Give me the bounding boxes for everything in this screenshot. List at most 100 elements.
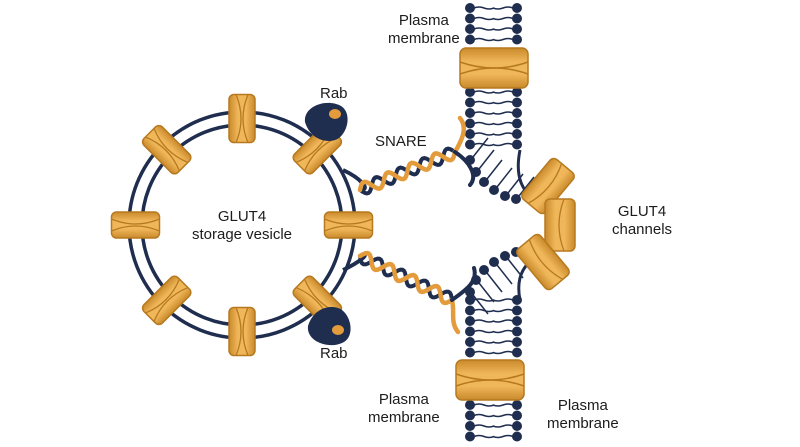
lipid-tail (473, 27, 495, 31)
glut4-transporter-icon (141, 124, 192, 175)
label-plasma-membrane-bottom-left: Plasma membrane (368, 391, 440, 427)
label-plasma-membrane-top: Plasma membrane (388, 12, 460, 48)
lipid-head (465, 87, 475, 97)
label-line: Plasma (378, 391, 429, 408)
lipid-head (512, 337, 522, 347)
lipid-tail (473, 37, 495, 42)
lipid-head (465, 347, 475, 358)
lipid-tail (473, 111, 495, 115)
glut4-transporter-icon (323, 211, 374, 239)
lipid-tail (473, 350, 495, 355)
label-line: GLUT4 (617, 203, 667, 220)
lipid-head (489, 185, 499, 195)
lipid-head (479, 177, 489, 187)
lipid-tail (473, 434, 495, 439)
lipid-tail (492, 27, 514, 31)
glut4-transporter-icon (228, 306, 256, 357)
lipid-head (512, 326, 522, 337)
lipid-head (512, 34, 522, 45)
label-vesicle: GLUT4 storage vesicle (185, 208, 299, 244)
label-line: GLUT4 (217, 208, 267, 225)
lipid-tail (473, 6, 495, 10)
lipid-tail (473, 121, 495, 126)
lipid-tail (472, 294, 489, 315)
lipid-head (465, 305, 475, 316)
lipid-head (465, 431, 475, 442)
glut4-transporter-icon (141, 275, 192, 326)
lipid-head (479, 265, 489, 275)
lipid-head (512, 305, 522, 316)
lipid-head (465, 326, 475, 337)
lipid-head (512, 129, 522, 139)
lipid-tail (492, 350, 514, 355)
label-line: channels (612, 221, 673, 238)
lipid-head (512, 410, 522, 421)
lipid-head (512, 87, 522, 97)
lipid-head (465, 400, 475, 410)
lipid-tail (473, 340, 495, 344)
lipid-tail (492, 319, 514, 323)
lipid-head (512, 97, 522, 108)
lipid-tail (492, 413, 514, 418)
lipid-tail (492, 37, 514, 42)
lipid-head (489, 257, 499, 267)
label-line: membrane (368, 409, 440, 426)
membrane-glut4-proteins (455, 47, 576, 401)
lipid-tail (492, 100, 514, 105)
lipid-tail (496, 264, 513, 285)
label-line: Plasma (398, 12, 449, 29)
lipid-head (465, 24, 475, 34)
lipid-tail (492, 340, 514, 344)
snare-complex-bottom (342, 250, 477, 335)
lipid-head (512, 118, 522, 129)
lipid-head (465, 295, 475, 305)
lipid-head (511, 194, 521, 204)
lipid-tail (507, 173, 524, 194)
glut4-transporter-icon (228, 93, 256, 144)
lipid-head (465, 3, 475, 13)
lipid-tail (492, 424, 514, 428)
rab-protein-top-icon (304, 102, 348, 141)
label-rab-bottom: Rab (320, 345, 348, 362)
lipid-tail (478, 282, 495, 303)
glut4-transporter-icon (455, 359, 525, 401)
lipid-head (465, 139, 475, 150)
label-plasma-membrane-bottom-right: Plasma membrane (547, 397, 619, 433)
lipid-tail (492, 90, 514, 94)
lipid-tail (473, 100, 495, 105)
snare-complex-top (342, 115, 476, 196)
lipid-head (465, 34, 475, 45)
lipid-tail (492, 121, 514, 126)
lipid-head (465, 108, 475, 118)
lipid-head (512, 400, 522, 410)
lipid-tail (492, 6, 514, 10)
lipid-tail (492, 111, 514, 115)
glut4-channel-icon (516, 233, 570, 291)
lipid-tail (486, 272, 503, 293)
plasma-membrane-bottom (465, 295, 522, 442)
lipid-head (465, 421, 475, 431)
lipid-tail (472, 137, 489, 158)
lipid-head (465, 97, 475, 108)
lipid-tail (492, 403, 514, 407)
lipid-tail (478, 149, 495, 170)
lipid-head (465, 337, 475, 347)
lipid-tail (492, 298, 514, 302)
lipid-tail (473, 142, 495, 147)
glut4-channel-icon (521, 157, 575, 215)
lipid-tail (486, 159, 503, 180)
lipid-tail (473, 308, 495, 313)
lipid-head (512, 24, 522, 34)
label-rab-top: Rab (320, 85, 348, 102)
lipid-head (512, 3, 522, 13)
fusion-pore (465, 137, 558, 315)
lipid-head (512, 139, 522, 150)
lipid-tail (492, 329, 514, 334)
plasma-membrane-top (465, 3, 522, 150)
label-glut4-channels: GLUT4 channels (612, 203, 672, 239)
lipid-tail (473, 319, 495, 323)
lipid-tail (507, 258, 524, 279)
label-line: Plasma (557, 397, 608, 414)
lipid-head (512, 431, 522, 442)
